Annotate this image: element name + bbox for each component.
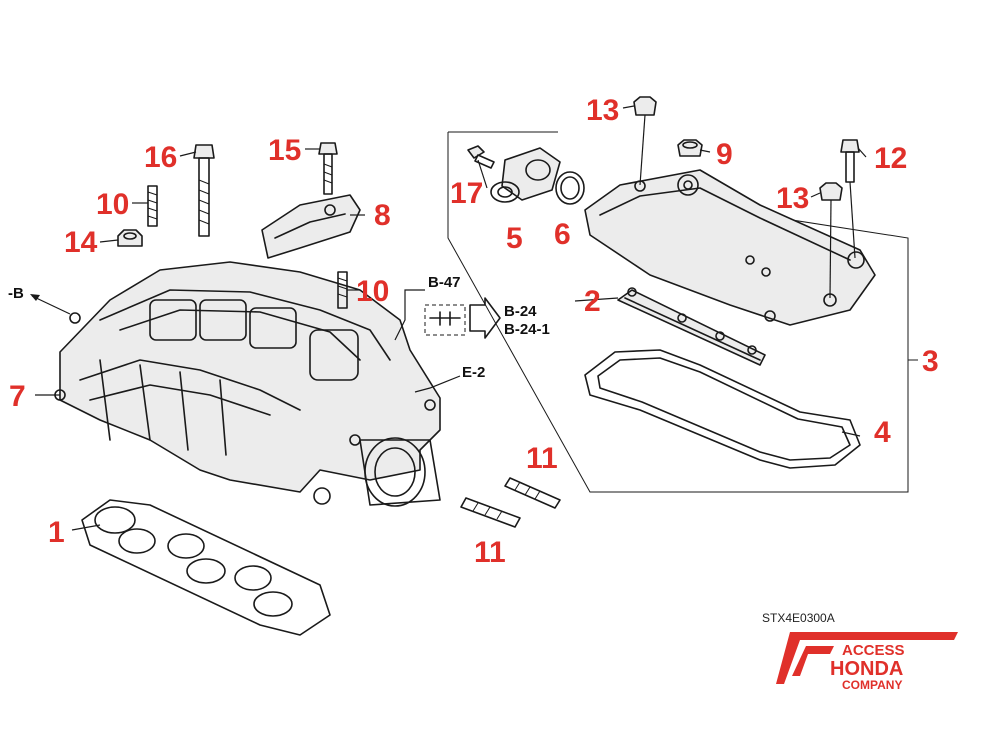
bolt-17: [467, 145, 495, 169]
callout-numbers: 1 2 3 4 5 6 7 8 9 10 10 11 11 12 13 13 1…: [9, 94, 939, 569]
logo-mark: [776, 632, 958, 684]
o-ring-6: [555, 171, 585, 205]
callout-14: 14: [64, 226, 98, 259]
stud-11-lower: [460, 497, 521, 528]
nut-13-right: [819, 182, 843, 299]
logo-line-access: ACCESS: [842, 642, 905, 659]
ref-e-2: E-2: [462, 364, 485, 381]
ref-b-24: B-24: [504, 303, 537, 320]
stud-10-left: [147, 185, 158, 227]
bolt-15: [318, 142, 338, 195]
bolt-16: [193, 144, 215, 237]
arrow-b: [30, 294, 71, 315]
bolt-12: [840, 139, 860, 259]
ref-b: -B: [8, 285, 24, 302]
callout-17: 17: [450, 177, 483, 210]
manifold-gasket: [81, 499, 331, 636]
reference-labels: -B B-47 B-24 B-24-1 E-2: [8, 274, 550, 381]
callout-15: 15: [268, 134, 301, 167]
diagram-code: STX4E0300A: [762, 611, 835, 625]
plenum-cover: [584, 169, 876, 326]
ref-b-47: B-47: [428, 274, 461, 291]
callout-3: 3: [922, 345, 939, 378]
logo-line-company: COMPANY: [842, 678, 902, 692]
gasket-4: [584, 349, 861, 469]
callout-6: 6: [554, 218, 571, 251]
callout-16: 16: [144, 141, 177, 174]
leader-lines: [35, 105, 867, 531]
ref-b-24-1: B-24-1: [504, 321, 550, 338]
callout-13-right: 13: [776, 182, 809, 215]
nut-9: [677, 139, 703, 157]
callout-12: 12: [874, 142, 907, 175]
callout-13-top: 13: [586, 94, 619, 127]
sensor-connection: [394, 289, 501, 341]
callout-11-upper: 11: [526, 442, 558, 475]
logo-line-honda: HONDA: [830, 658, 903, 680]
cover-assembly-bracket: [447, 131, 918, 493]
valve-5: [490, 147, 561, 203]
callout-2: 2: [584, 285, 601, 318]
callout-11-lower: 11: [474, 536, 506, 569]
callout-10-left: 10: [96, 188, 129, 221]
access-honda-logo: ACCESS HONDA COMPANY: [776, 632, 958, 692]
callout-5: 5: [506, 222, 523, 255]
nut-13-top: [633, 96, 657, 186]
callout-8: 8: [374, 199, 391, 232]
nut-14: [117, 229, 143, 247]
callout-4: 4: [874, 416, 891, 449]
stud-11-upper: [504, 477, 561, 509]
callout-1: 1: [48, 516, 65, 549]
callout-10-center: 10: [356, 275, 389, 308]
rail-2: [617, 287, 766, 366]
callout-7: 7: [9, 380, 26, 413]
bracket-8: [261, 194, 361, 259]
arrow-e2: [414, 375, 461, 393]
callout-9: 9: [716, 138, 733, 171]
